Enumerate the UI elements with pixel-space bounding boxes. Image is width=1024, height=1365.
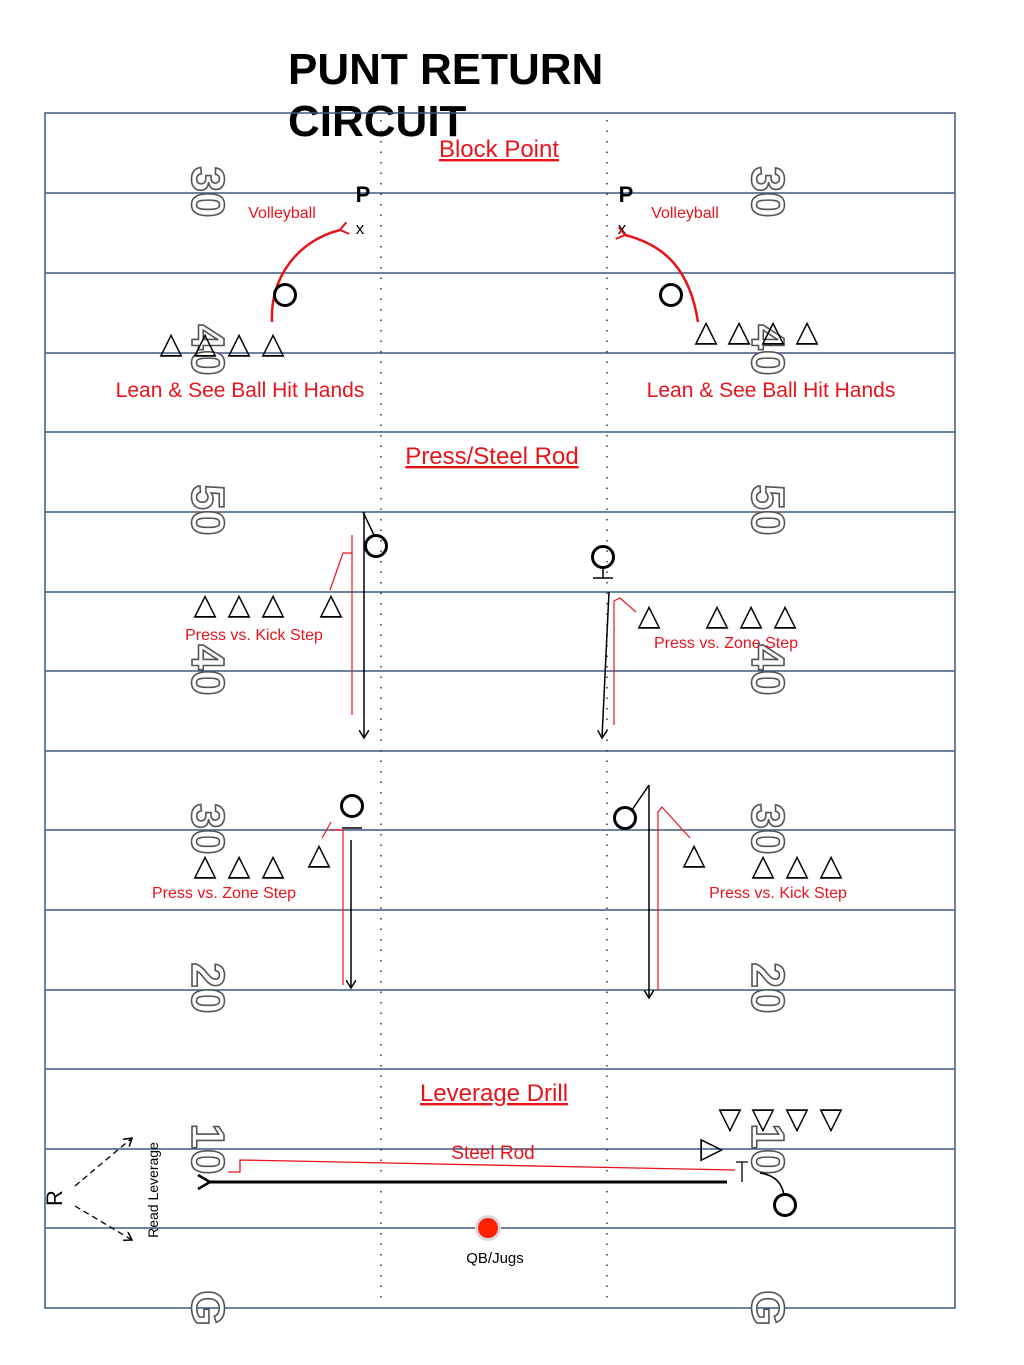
volleyball-label: Volleyball	[651, 205, 719, 222]
yard-number: 30	[742, 166, 794, 217]
block-stop	[736, 1161, 748, 1182]
block-path-arrow	[270, 221, 350, 323]
defender-triangle: △	[718, 1105, 741, 1140]
yard-number: 20	[742, 962, 794, 1013]
returner-mark: R	[42, 1190, 67, 1206]
technique-label: Lean & See Ball Hit Hands	[116, 379, 365, 402]
jugs-ball	[478, 1218, 498, 1238]
technique-label: Lean & See Ball Hit Hands	[647, 379, 896, 402]
volleyball-label: Volleyball	[248, 205, 316, 222]
press-path	[329, 552, 353, 715]
yard-number: 10	[742, 1123, 794, 1174]
blocker-circle	[273, 283, 297, 307]
read-leverage-arrow	[74, 1138, 132, 1187]
returner-circle	[340, 794, 364, 818]
gunner-triangle: △	[739, 598, 762, 633]
yard-number: G	[742, 1290, 794, 1326]
read-leverage-label: Read Leverage	[145, 1142, 161, 1238]
rusher-triangle: △	[193, 326, 216, 361]
gunner-triangle: △	[261, 587, 284, 622]
return-path	[362, 511, 375, 536]
returner-circle	[364, 534, 388, 558]
block-point-section: Block Point P x Volleyball △ △ △ △ Lean …	[116, 136, 896, 402]
press-kick-step-label: Press vs. Kick Step	[185, 627, 323, 644]
return-path	[631, 784, 650, 811]
defender-triangle: △	[785, 1105, 808, 1140]
section-title-press-steel-rod: Press/Steel Rod	[405, 443, 578, 470]
gunner-triangle: △	[193, 848, 216, 883]
gunner-triangle: △	[696, 1138, 731, 1161]
section-title-leverage-drill: Leverage Drill	[420, 1080, 568, 1107]
yard-number: 20	[182, 962, 234, 1013]
press-steel-rod-section: Press/Steel Rod △ △ △ △ Press vs. Kick S…	[152, 443, 847, 998]
gunner-triangle: △	[773, 598, 796, 633]
press-path	[657, 806, 691, 990]
gunner-triangle: △	[637, 598, 660, 633]
rusher-triangle: △	[727, 314, 750, 349]
press-path	[321, 821, 344, 985]
defender-triangle: △	[819, 1105, 842, 1140]
yard-number: 40	[742, 324, 794, 375]
return-arrow	[602, 591, 610, 738]
press-kick-step-label: Press vs. Kick Step	[709, 885, 847, 902]
yard-number: 30	[182, 166, 234, 217]
yard-number: 50	[742, 484, 794, 535]
returner-circle	[773, 1193, 797, 1217]
returner-circle	[613, 806, 637, 830]
block-path-arrow	[615, 226, 700, 323]
yard-numbers-right: 30 40 50 40 30 20 10 G	[741, 166, 795, 1327]
rusher-triangle: △	[761, 314, 784, 349]
gunner-triangle: △	[319, 587, 342, 622]
gunner-triangle: △	[227, 587, 250, 622]
hash-marks	[380, 120, 608, 1305]
gunner-triangle: △	[227, 848, 250, 883]
gunner-triangle: △	[307, 837, 330, 872]
steel-rod-label: Steel Rod	[451, 1143, 534, 1164]
blocker-circle	[659, 283, 683, 307]
kick-spot-mark: x	[356, 219, 365, 238]
press-zone-step-label: Press vs. Zone Step	[152, 885, 296, 902]
gunner-triangle: △	[705, 598, 728, 633]
yard-number: 30	[742, 803, 794, 854]
yard-number: 30	[182, 803, 234, 854]
defender-triangle: △	[751, 1105, 774, 1140]
press-zone-step-label: Press vs. Zone Step	[654, 635, 798, 652]
rusher-triangle: △	[694, 314, 717, 349]
gunner-triangle: △	[785, 848, 808, 883]
rusher-triangle: △	[795, 314, 818, 349]
leverage-drill-section: Leverage Drill Steel Rod △ △ △ △ △ R Rea…	[42, 1080, 843, 1267]
gunner-triangle: △	[819, 848, 842, 883]
read-leverage-arrow	[74, 1205, 132, 1240]
return-path	[759, 1172, 785, 1196]
rusher-triangle: △	[261, 326, 284, 361]
gunner-triangle: △	[261, 848, 284, 883]
yard-number: 40	[742, 644, 794, 695]
punter-mark: P	[619, 182, 634, 207]
yard-number: G	[182, 1290, 234, 1326]
yard-number: 50	[182, 484, 234, 535]
yard-number: 10	[182, 1123, 234, 1174]
qb-jugs-label: QB/Jugs	[466, 1250, 524, 1267]
rusher-triangle: △	[159, 326, 182, 361]
punter-mark: P	[356, 182, 371, 207]
section-title-block-point: Block Point	[439, 136, 559, 163]
gunner-triangle: △	[751, 848, 774, 883]
field-lines	[44, 112, 956, 1309]
field-border	[44, 112, 956, 1309]
steel-rod-path	[228, 1159, 736, 1173]
yard-numbers-left: 30 40 50 40 30 20 10 G	[181, 166, 235, 1327]
yard-number: 40	[182, 324, 234, 375]
page-title: PUNT RETURN CIRCUIT	[288, 45, 604, 146]
returner-circle	[591, 545, 615, 569]
rusher-triangle: △	[227, 326, 250, 361]
gunner-triangle: △	[193, 587, 216, 622]
yard-number: 40	[182, 644, 234, 695]
gunner-triangle: △	[682, 837, 705, 872]
press-path	[613, 597, 637, 725]
